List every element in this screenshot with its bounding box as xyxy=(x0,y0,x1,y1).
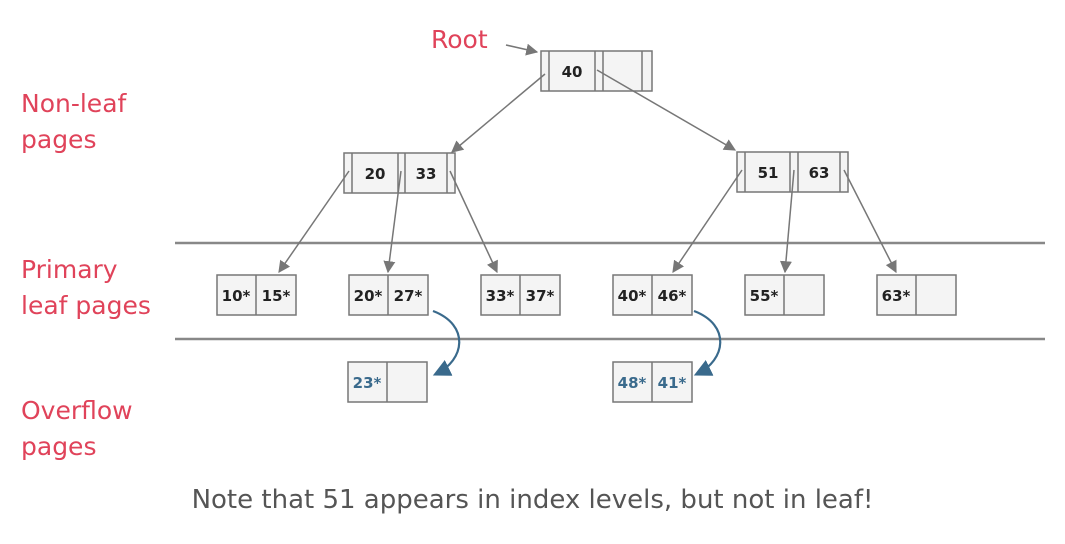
non-leaf-label-line2: pages xyxy=(21,125,97,154)
leaf-page: 10* 15* xyxy=(216,274,297,316)
index-left-key-2: 33 xyxy=(416,165,437,183)
non-leaf-label-line1: Non-leaf xyxy=(21,89,127,118)
pointer-51-63-mid xyxy=(779,169,795,274)
root-pointer-arrow xyxy=(505,43,539,56)
leaf-entry: 20* xyxy=(354,287,383,305)
overflow-page: 48* 41* xyxy=(612,361,693,403)
leaf-entry: 33* xyxy=(486,287,515,305)
non-leaf-pages-label: Non-leaf pages xyxy=(21,86,126,158)
pointer-51-left xyxy=(672,169,743,273)
overflow-entry: 23* xyxy=(353,374,382,392)
leaf-page: 33* 37* xyxy=(480,274,561,316)
leaf-page: 40* 46* xyxy=(612,274,693,316)
pointer-63-right xyxy=(843,169,897,274)
pointer-root-to-right xyxy=(596,69,737,151)
overflow-label-line2: pages xyxy=(21,432,97,461)
overflow-entry: 41* xyxy=(658,374,687,392)
root-key-1: 40 xyxy=(562,63,583,81)
pointer-root-to-left xyxy=(451,73,546,153)
index-left-key-1: 20 xyxy=(365,165,386,183)
pointer-20-left xyxy=(278,170,350,273)
overflow-chain-arrow-2 xyxy=(693,309,722,376)
leaf-page: 63* xyxy=(876,274,957,316)
overflow-entry: 48* xyxy=(618,374,647,392)
primary-label-line2: leaf pages xyxy=(21,291,151,320)
index-node-right: 51 63 xyxy=(736,151,849,193)
pointer-33-right xyxy=(449,170,498,274)
note-caption: Note that 51 appears in index levels, bu… xyxy=(191,485,874,515)
leaf-entry: 27* xyxy=(394,287,423,305)
index-right-key-1: 51 xyxy=(758,164,779,182)
leaf-entry: 55* xyxy=(750,287,779,305)
root-node: 40 xyxy=(540,50,653,92)
overflow-page: 23* xyxy=(347,361,428,403)
index-right-key-2: 63 xyxy=(809,164,830,182)
leaf-entry: 46* xyxy=(658,287,687,305)
leaf-entry: 15* xyxy=(262,287,291,305)
leaf-page: 55* xyxy=(744,274,825,316)
leaf-entry: 63* xyxy=(882,287,911,305)
pointer-20-33-mid xyxy=(383,170,402,274)
overflow-chain-arrow-1 xyxy=(432,309,461,376)
overflow-pages-label: Overflow pages xyxy=(21,393,133,465)
root-label: Root xyxy=(431,25,488,54)
leaf-entry: 37* xyxy=(526,287,555,305)
leaf-entry: 40* xyxy=(618,287,647,305)
primary-leaf-pages-label: Primary leaf pages xyxy=(21,252,151,324)
leaf-page: 20* 27* xyxy=(348,274,429,316)
leaf-entry: 10* xyxy=(222,287,251,305)
primary-label-line1: Primary xyxy=(21,255,118,284)
overflow-label-line1: Overflow xyxy=(21,396,133,425)
